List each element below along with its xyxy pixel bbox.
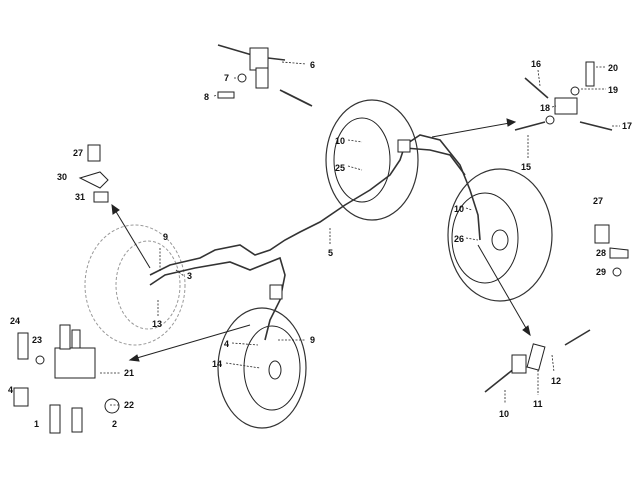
- callout-15: 15: [521, 162, 531, 172]
- callout-19: 19: [608, 85, 618, 95]
- callout-14: 14: [212, 359, 222, 369]
- callout-29: 29: [596, 267, 606, 277]
- callout-8: 8: [204, 92, 209, 102]
- callout-11: 11: [533, 399, 543, 409]
- callout-13: 13: [152, 319, 162, 329]
- wheel-front-left: [84, 224, 186, 346]
- callout-23: 23: [32, 335, 42, 345]
- callout-28: 28: [596, 248, 606, 258]
- callout-21: 21: [124, 368, 134, 378]
- connector-group-bottom-right: [484, 329, 591, 393]
- callout-labels: 6 7 8 16 20 19 18 17 15 10 25 27 30 31 9…: [8, 59, 632, 429]
- callout-17: 17: [622, 121, 632, 131]
- callout-2: 2: [112, 419, 117, 429]
- callout-31: 31: [75, 192, 85, 202]
- callout-5: 5: [328, 248, 333, 258]
- callout-9-mid: 9: [310, 335, 315, 345]
- connector-group-left: [78, 144, 109, 203]
- callout-26: 26: [454, 234, 464, 244]
- callout-10-right: 10: [454, 204, 464, 214]
- callout-24: 24: [10, 316, 20, 326]
- wheel-rear-left: [217, 307, 307, 429]
- callout-30: 30: [57, 172, 67, 182]
- callout-25: 25: [335, 163, 345, 173]
- callout-4-mid: 4: [224, 339, 229, 349]
- callout-7: 7: [224, 73, 229, 83]
- callout-18: 18: [540, 103, 550, 113]
- callout-10-top: 10: [335, 136, 345, 146]
- valve-group: [13, 324, 120, 434]
- callout-9-left: 9: [163, 232, 168, 242]
- callout-16: 16: [531, 59, 541, 69]
- callout-27-right: 27: [593, 196, 603, 206]
- label-leaders: [100, 61, 620, 406]
- connector-group-top: [217, 44, 313, 107]
- connector-group-right: [514, 61, 613, 131]
- callout-3: 3: [187, 271, 192, 281]
- callout-6: 6: [310, 60, 315, 70]
- brake-pipes: [149, 89, 481, 341]
- leader-arrows: [111, 118, 531, 362]
- callout-12: 12: [551, 376, 561, 386]
- connector-group-far-right: [594, 224, 629, 277]
- callout-22: 22: [124, 400, 134, 410]
- callout-27-left: 27: [73, 148, 83, 158]
- callout-10-bottom: 10: [499, 409, 509, 419]
- callout-1: 1: [34, 419, 39, 429]
- wheel-front-right: [325, 99, 419, 221]
- callout-20: 20: [608, 63, 618, 73]
- callout-4-left: 4: [8, 385, 13, 395]
